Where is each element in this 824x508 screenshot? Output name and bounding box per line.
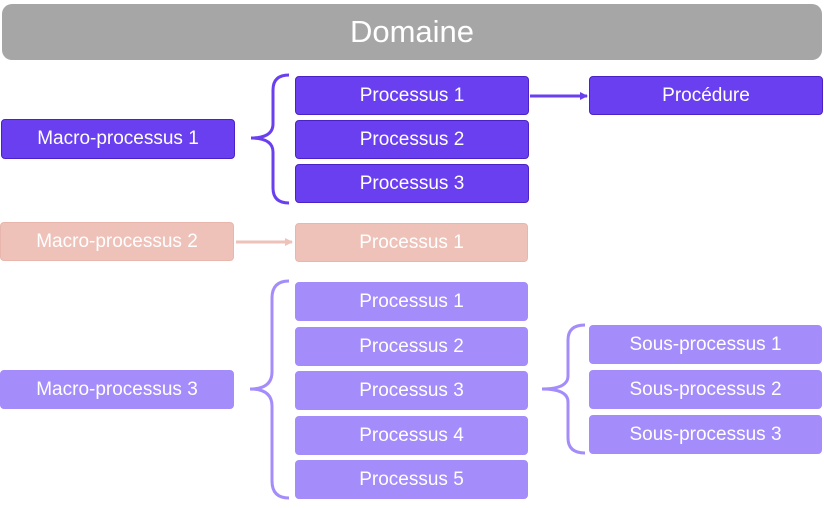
- macro-process-1: Macro-processus 1: [1, 119, 235, 159]
- subprocess-2: Sous-processus 2: [589, 370, 822, 409]
- procedure: Procédure: [589, 76, 823, 115]
- g1-process-3: Processus 3: [295, 164, 529, 203]
- g3-process-3: Processus 3: [295, 371, 528, 410]
- macro-process-2: Macro-processus 2: [0, 222, 234, 261]
- g1-process-2: Processus 2: [295, 120, 529, 159]
- brace-macro1: [250, 73, 290, 205]
- g3-process-2: Processus 2: [295, 327, 528, 366]
- g3-process-5: Processus 5: [295, 460, 528, 499]
- macro-process-3: Macro-processus 3: [0, 370, 234, 409]
- brace-macro3: [249, 279, 290, 500]
- g3-process-1: Processus 1: [295, 282, 528, 321]
- subprocess-1: Sous-processus 1: [589, 325, 822, 364]
- brace-processus3: [541, 323, 586, 455]
- subprocess-3: Sous-processus 3: [589, 415, 822, 454]
- domain-header: Domaine: [2, 4, 822, 60]
- g3-process-4: Processus 4: [295, 416, 528, 455]
- g1-process-1: Processus 1: [295, 76, 529, 115]
- g2-process-1: Processus 1: [295, 223, 528, 262]
